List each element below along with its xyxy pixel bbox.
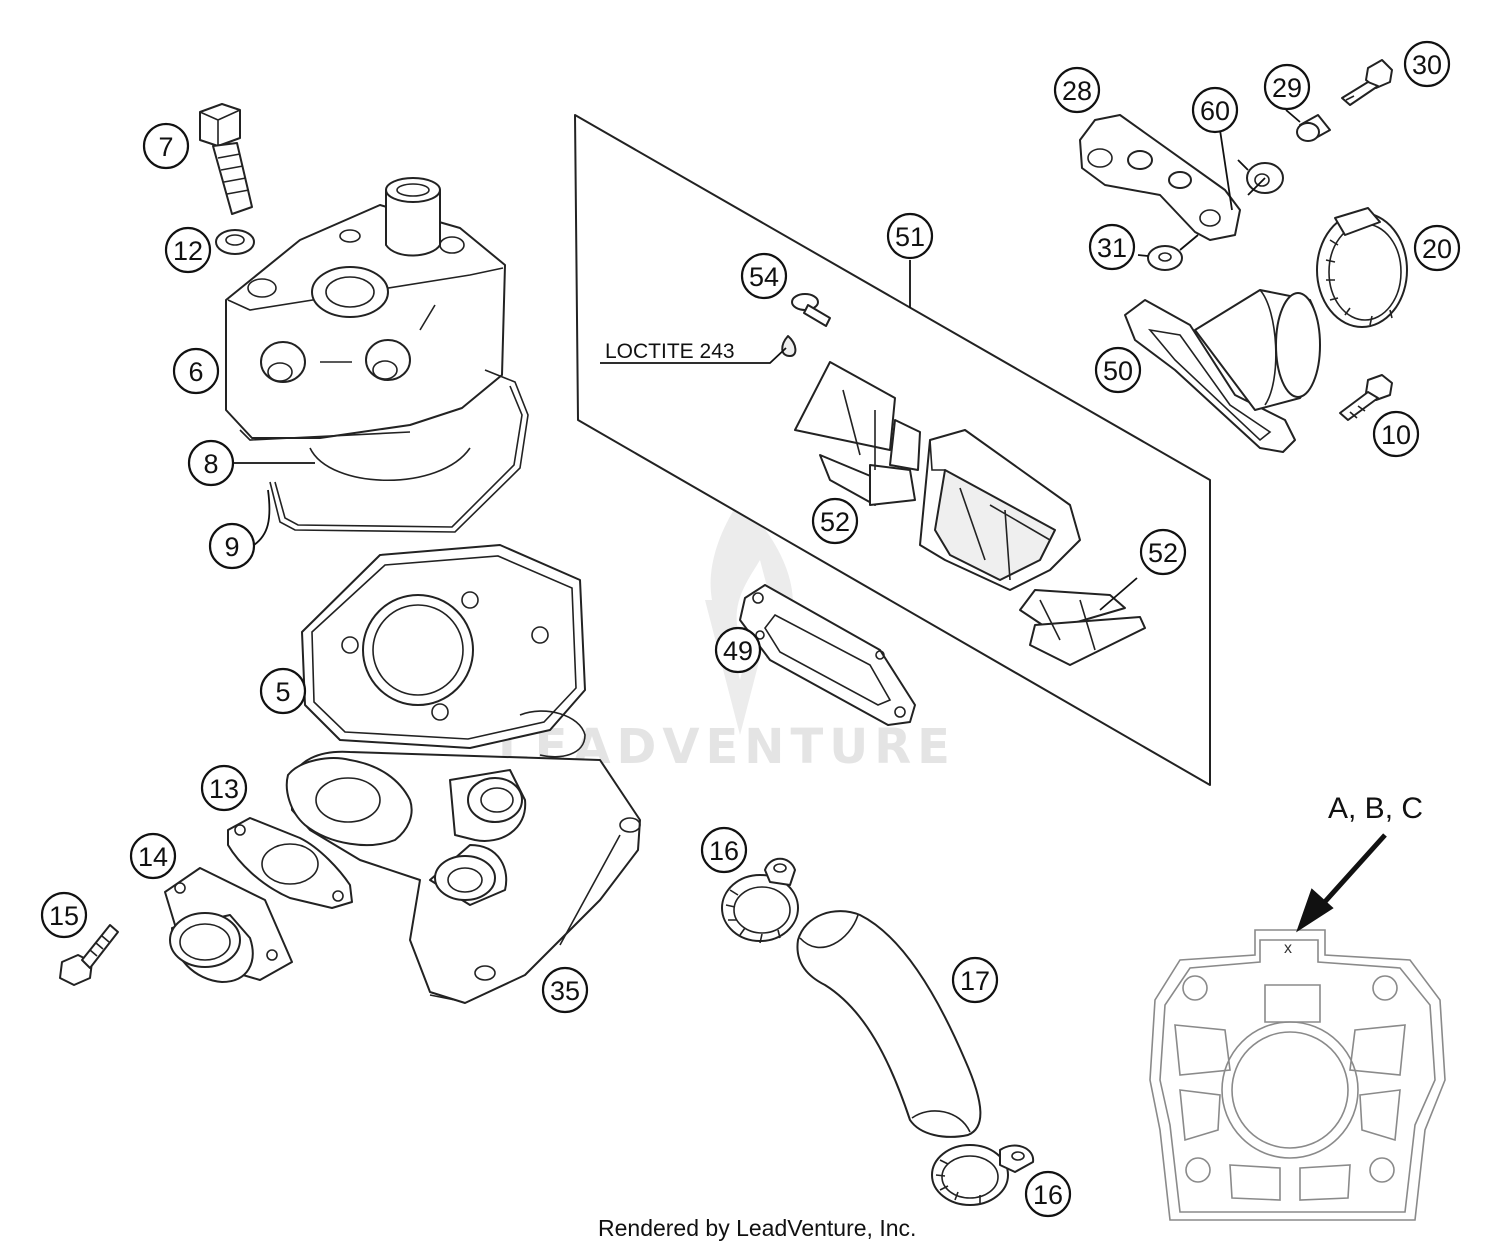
part-reed-petals-a — [794, 361, 921, 506]
credit-text: Rendered by LeadVenture, Inc. — [598, 1215, 916, 1241]
callout-14: 14 — [129, 832, 177, 880]
part-screw-30 — [1341, 59, 1393, 106]
svg-text:31: 31 — [1097, 233, 1127, 263]
callout-28: 28 — [1053, 66, 1101, 114]
part-reed-gasket — [739, 584, 916, 726]
callout-52-left: 52 — [811, 497, 859, 545]
part-washer-12 — [215, 229, 255, 255]
callout-52-right: 52 — [1139, 528, 1187, 576]
callout-51: 51 — [886, 212, 934, 260]
callout-30: 30 — [1403, 40, 1451, 88]
loctite-note: LOCTITE 243 — [605, 340, 735, 363]
part-reed-block — [919, 429, 1081, 591]
svg-text:16: 16 — [709, 836, 739, 866]
svg-text:60: 60 — [1200, 96, 1230, 126]
svg-text:30: 30 — [1412, 50, 1442, 80]
svg-text:29: 29 — [1272, 73, 1302, 103]
svg-text:16: 16 — [1033, 1180, 1063, 1210]
part-washer-31 — [1147, 245, 1183, 271]
svg-text:9: 9 — [224, 532, 239, 562]
part-cylinder — [285, 544, 641, 1004]
svg-text:49: 49 — [723, 636, 753, 666]
svg-text:8: 8 — [203, 449, 218, 479]
reference-arrow — [1296, 833, 1387, 933]
part-reed-petals-b — [1019, 589, 1146, 666]
reference-marks-label: A, B, C — [1328, 792, 1423, 825]
part-bolt-15 — [59, 924, 119, 986]
svg-text:5: 5 — [275, 677, 290, 707]
callout-17: 17 — [951, 956, 999, 1004]
part-hose — [796, 910, 982, 1138]
callout-9: 9 — [208, 522, 256, 570]
callout-13: 13 — [200, 764, 248, 812]
part-cylinder-head — [225, 177, 506, 441]
reference-x-mark: x — [1284, 940, 1292, 957]
svg-text:7: 7 — [158, 132, 173, 162]
callout-31: 31 — [1088, 223, 1136, 271]
svg-text:52: 52 — [820, 507, 850, 537]
callout-35: 35 — [541, 966, 589, 1014]
callout-60: 60 — [1191, 86, 1239, 134]
callout-15: 15 — [40, 891, 88, 939]
svg-text:52: 52 — [1148, 538, 1178, 568]
cylinder-top-reference-view: x — [1149, 929, 1446, 1221]
callout-29: 29 — [1263, 63, 1311, 111]
leader-lines — [233, 109, 1301, 611]
svg-text:10: 10 — [1381, 420, 1411, 450]
callout-8: 8 — [187, 439, 235, 487]
callout-5: 5 — [259, 667, 307, 715]
part-exhaust-flange — [164, 867, 293, 983]
svg-text:20: 20 — [1422, 234, 1452, 264]
svg-text:12: 12 — [173, 236, 203, 266]
part-exhaust-gasket — [227, 817, 353, 909]
svg-text:13: 13 — [209, 774, 239, 804]
svg-text:51: 51 — [895, 222, 925, 252]
part-clamp-20 — [1316, 207, 1408, 328]
svg-text:35: 35 — [550, 976, 580, 1006]
svg-text:15: 15 — [49, 901, 79, 931]
part-intake-manifold — [1124, 289, 1321, 453]
part-bracket — [1079, 114, 1241, 241]
callout-6: 6 — [172, 347, 220, 395]
svg-text:28: 28 — [1062, 76, 1092, 106]
svg-text:54: 54 — [749, 262, 779, 292]
part-spacer-29 — [1296, 114, 1331, 142]
part-reed-screw — [781, 293, 831, 357]
svg-text:6: 6 — [188, 357, 203, 387]
callout-7: 7 — [142, 122, 190, 170]
callout-54: 54 — [740, 252, 788, 300]
part-bolt-10 — [1339, 374, 1393, 421]
callout-50: 50 — [1094, 346, 1142, 394]
callout-16-upper: 16 — [700, 826, 748, 874]
callout-12: 12 — [164, 226, 212, 274]
callout-10: 10 — [1372, 410, 1420, 458]
callout-49: 49 — [714, 626, 762, 674]
callout-20: 20 — [1413, 224, 1461, 272]
svg-text:14: 14 — [138, 842, 168, 872]
svg-text:50: 50 — [1103, 356, 1133, 386]
part-hose-clamp-upper — [721, 857, 799, 944]
part-o-ring-and-gasket — [269, 369, 529, 533]
part-hose-clamp-lower — [931, 1144, 1035, 1206]
svg-text:17: 17 — [960, 966, 990, 996]
callout-16-lower: 16 — [1024, 1170, 1072, 1218]
part-head-bolt — [199, 103, 253, 215]
